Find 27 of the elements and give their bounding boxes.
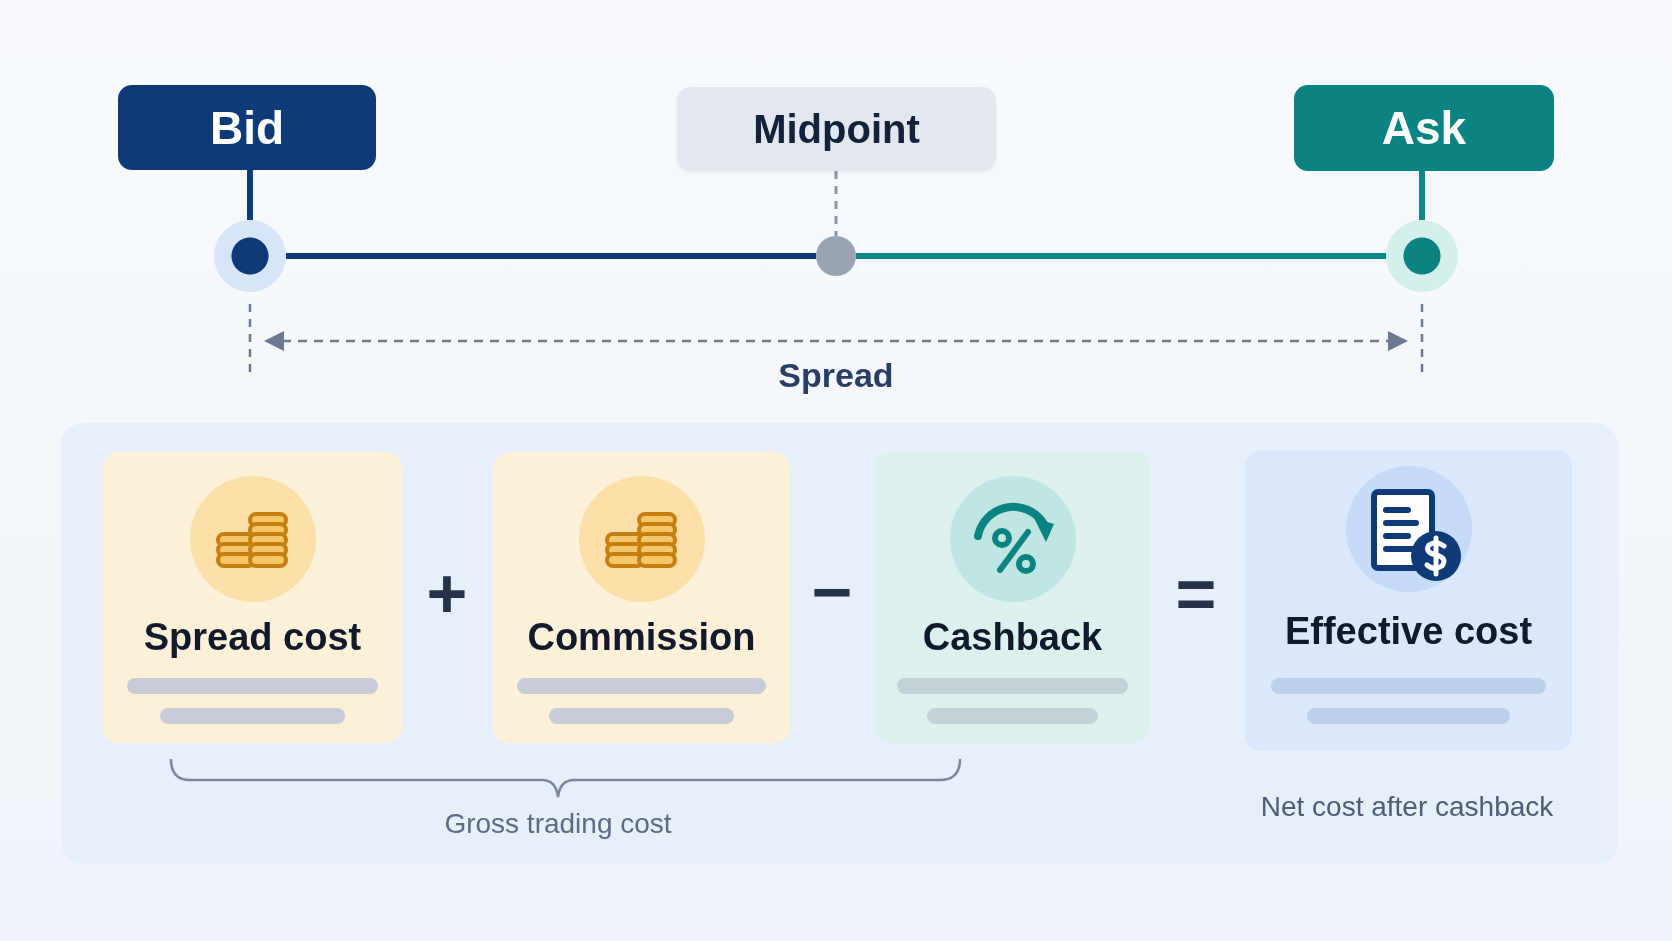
operator-symbol: + [426, 559, 468, 629]
operator-symbol: = [1175, 559, 1217, 629]
price-label: Bid [209, 100, 285, 155]
formula-panel [61, 423, 1618, 864]
card-title: Commission [527, 616, 756, 659]
connector-line [247, 170, 253, 220]
result-caption: Net cost after cashback [1260, 793, 1554, 821]
connector-line [834, 171, 838, 236]
card-title: Cashback [922, 616, 1103, 659]
midpoint-marker-dot [816, 236, 856, 276]
card-title: Spread cost [143, 616, 362, 659]
dimension-label: Spread [778, 358, 894, 392]
midpoint-box [677, 87, 996, 171]
connector-line [856, 253, 1386, 259]
cashback-card [875, 452, 1150, 743]
cost-card [103, 452, 402, 743]
price-label: Ask [1381, 101, 1467, 155]
price-label: Midpoint [753, 106, 920, 152]
bid-price-box [118, 85, 376, 170]
brace-caption: Gross trading cost [444, 810, 672, 838]
result-card [1245, 450, 1572, 751]
connector-line [286, 253, 816, 259]
cost-card [493, 452, 790, 743]
card-title: Effective cost [1284, 610, 1533, 653]
connector-line [1419, 171, 1425, 220]
operator-symbol: − [811, 557, 853, 627]
ask-price-box [1294, 85, 1554, 171]
